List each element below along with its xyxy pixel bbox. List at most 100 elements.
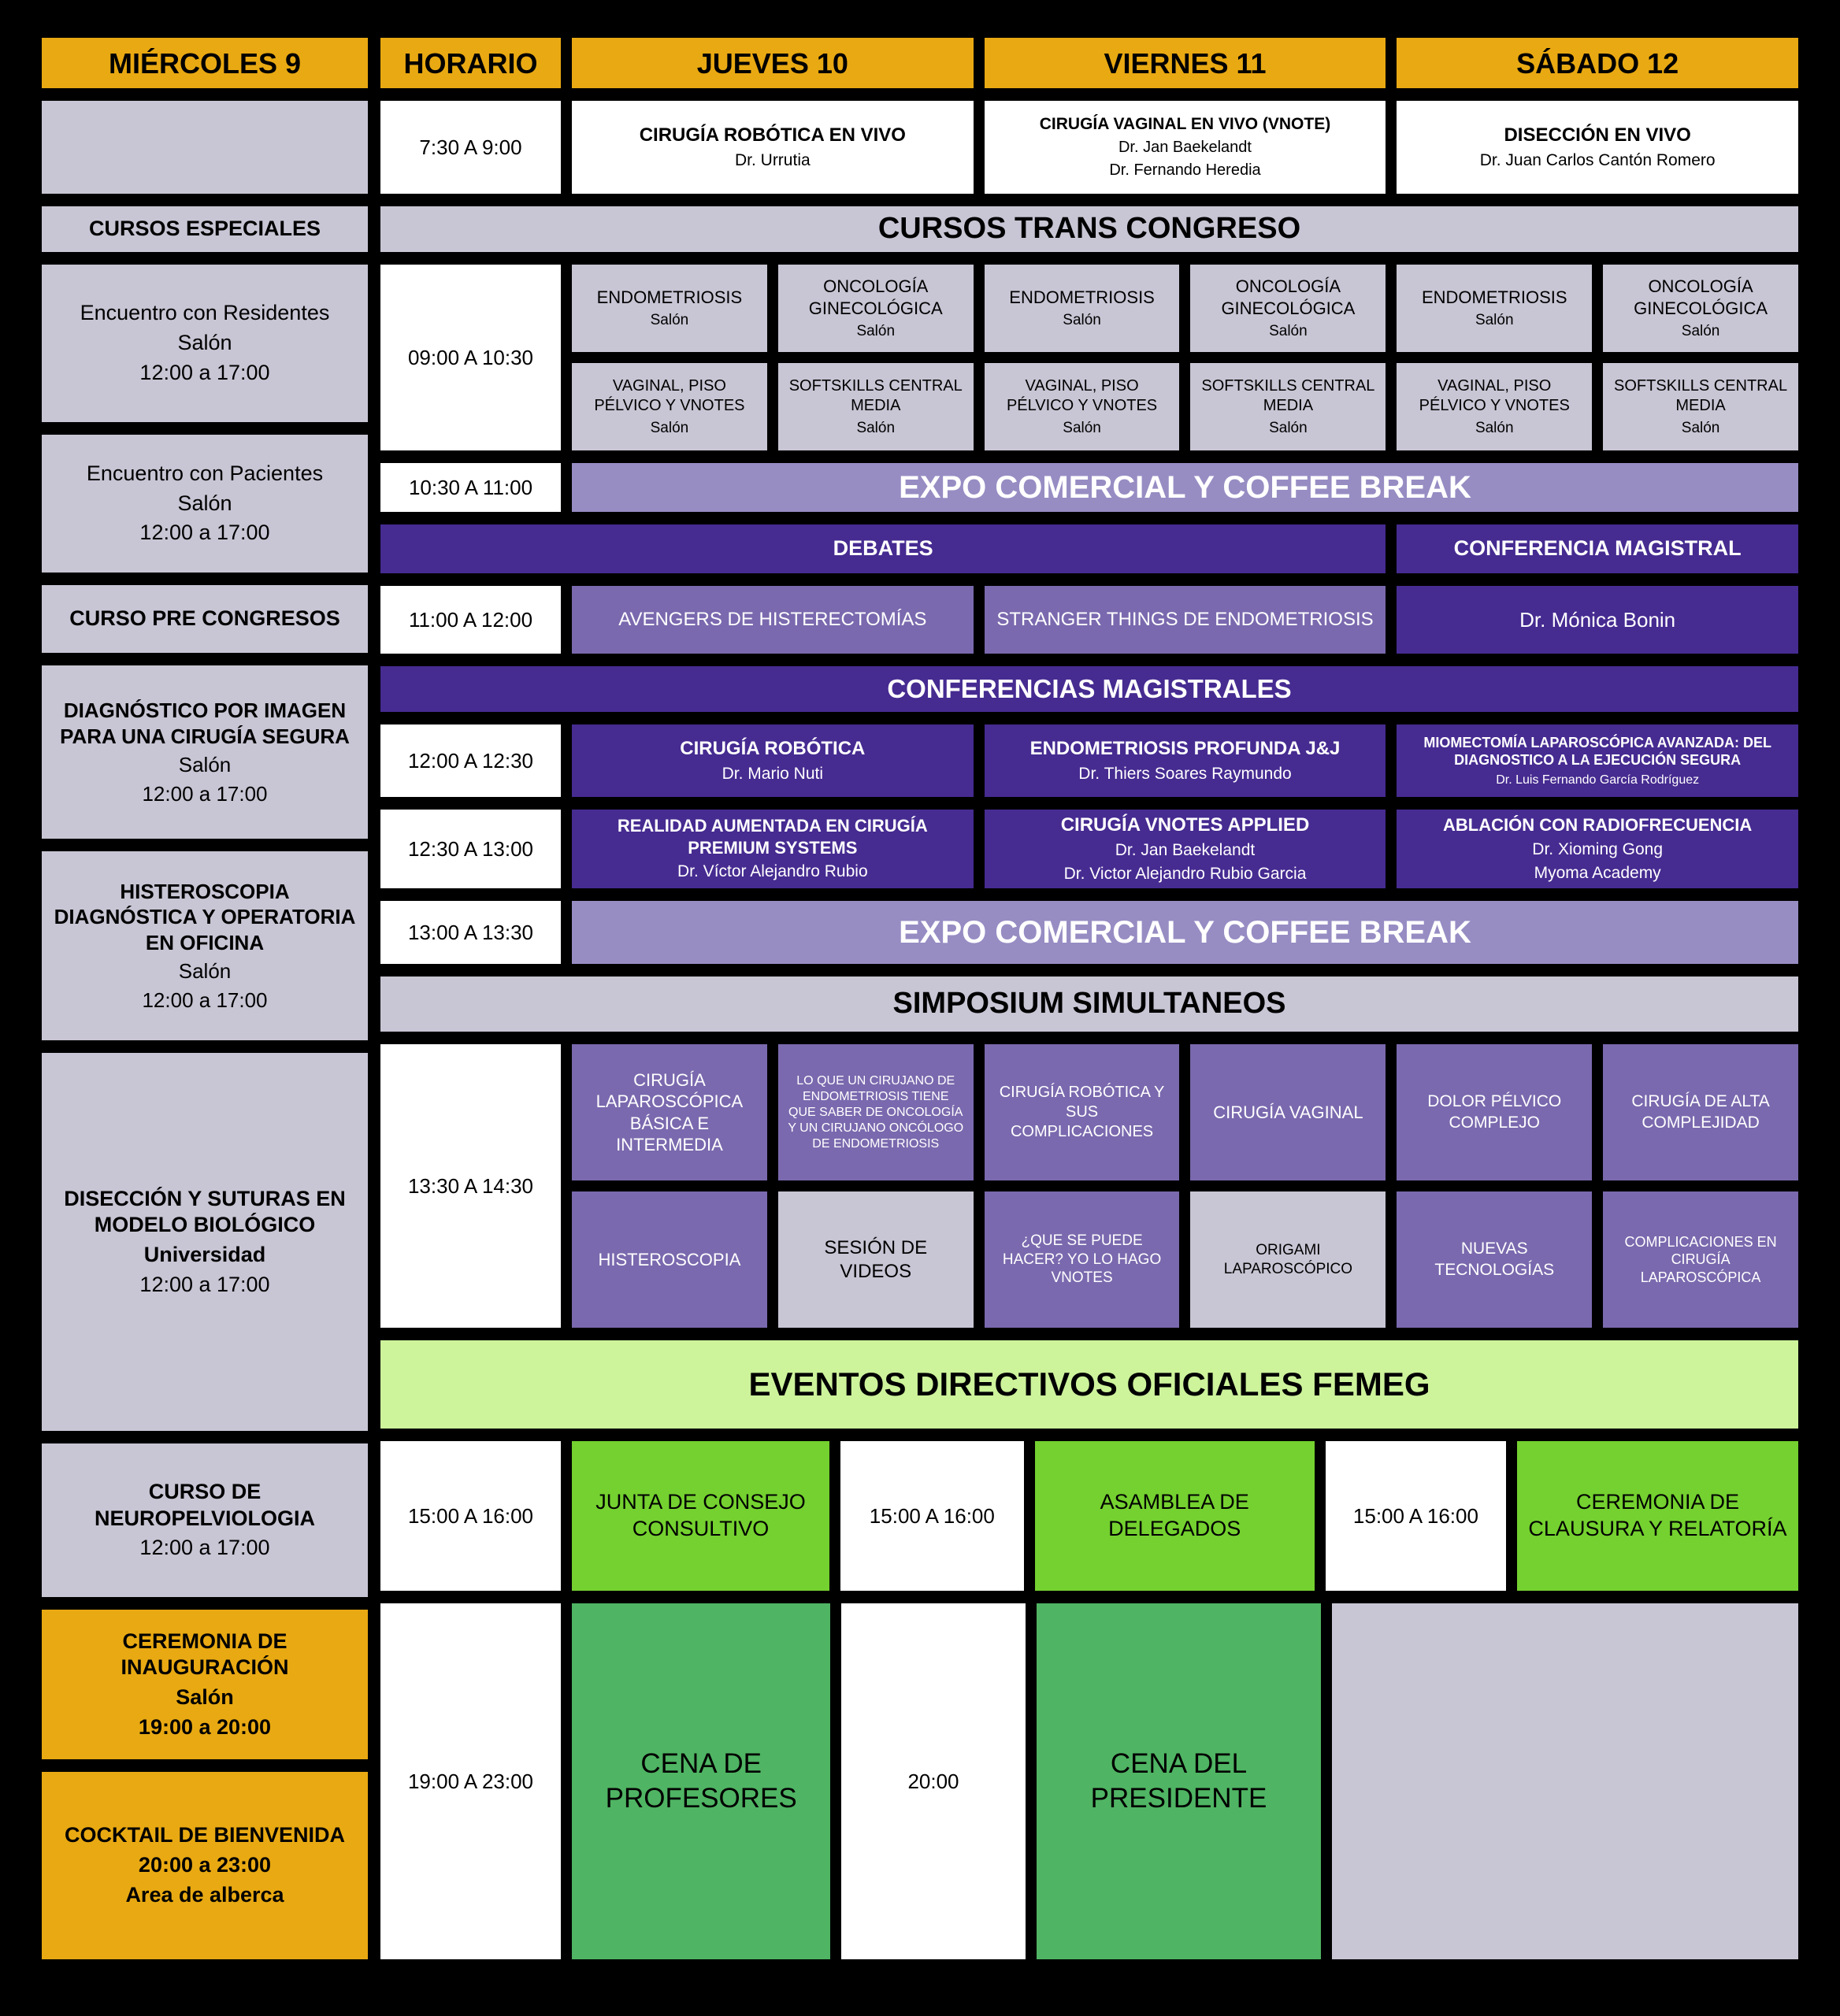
event-avengers-histerectomias: AVENGERS DE HISTERECTOMÍAS bbox=[572, 586, 974, 654]
course-vaginal-viernes: VAGINAL, PISO PÉLVICO Y VNOTES Salón bbox=[984, 363, 1180, 450]
time-cell: 10:30 A 11:00 bbox=[380, 463, 561, 512]
speaker: Dr. Luis Fernando García Rodríguez bbox=[1496, 773, 1700, 787]
time-cell: 09:00 A 10:30 bbox=[380, 265, 561, 450]
event-time: 12:00 a 17:00 bbox=[139, 1536, 270, 1560]
course-oncologia-jueves: ONCOLOGÍA GINECOLÓGICA Salón bbox=[777, 265, 974, 352]
empty-cell-sabado-noche bbox=[1332, 1603, 1798, 1959]
event-encuentro-residentes: Encuentro con Residentes Salón 12:00 a 1… bbox=[42, 265, 368, 422]
event-cirugia-robotica-en-vivo: CIRUGÍA ROBÓTICA EN VIVO Dr. Urrutia bbox=[572, 101, 974, 194]
event-title: ABLACIÓN CON RADIOFRECUENCIA bbox=[1442, 815, 1753, 835]
course-room: Salón bbox=[1063, 312, 1101, 329]
event-room: Salón bbox=[176, 1685, 234, 1709]
row-1230: 12:30 A 13:00 REALIDAD AUMENTADA EN CIRU… bbox=[380, 810, 1798, 888]
event-realidad-aumentada: REALIDAD AUMENTADA EN CIRUGÍA PREMIUM SY… bbox=[572, 810, 974, 888]
event-title: DISECCIÓN EN VIVO bbox=[1504, 124, 1691, 146]
banner-conferencias-magistrales: CONFERENCIAS MAGISTRALES bbox=[380, 666, 1798, 712]
event-time: 12:00 a 17:00 bbox=[142, 781, 268, 806]
simposium-origami-laparoscopico: ORIGAMI LAPAROSCÓPICO bbox=[1190, 1191, 1386, 1328]
course-title: ENDOMETRIOSIS bbox=[1421, 287, 1567, 307]
time-cell: 13:30 A 14:30 bbox=[380, 1044, 561, 1328]
event-room: Salón bbox=[178, 753, 232, 776]
event-room: Salón bbox=[178, 959, 232, 984]
course-endometriosis-jueves: ENDOMETRIOSIS Salón bbox=[572, 265, 767, 352]
header-sabado: SÁBADO 12 bbox=[1397, 38, 1798, 88]
course-endometriosis-sabado: ENDOMETRIOSIS Salón bbox=[1397, 265, 1593, 352]
simposium-cirugia-laparoscopica-basica: CIRUGÍA LAPAROSCÓPICA BÁSICA E INTERMEDI… bbox=[572, 1044, 767, 1180]
course-softskills-jueves: SOFTSKILLS CENTRAL MEDIA Salón bbox=[777, 363, 974, 450]
simposium-cirugia-vaginal: CIRUGÍA VAGINAL bbox=[1190, 1044, 1386, 1180]
time-cell: 13:00 A 13:30 bbox=[380, 901, 561, 964]
row-0730: 7:30 A 9:00 CIRUGÍA ROBÓTICA EN VIVO Dr.… bbox=[380, 101, 1798, 194]
row-1900: 19:00 A 23:00 CENA DE PROFESORES 20:00 C… bbox=[380, 1603, 1798, 1959]
empty-cell-miercoles bbox=[42, 101, 368, 194]
row-0900: 09:00 A 10:30 ENDOMETRIOSIS Salón ONCOLO… bbox=[380, 265, 1798, 450]
speaker: Dr. Víctor Alejandro Rubio bbox=[677, 862, 868, 881]
event-ablacion-radiofrecuencia: ABLACIÓN CON RADIOFRECUENCIA Dr. Xioming… bbox=[1397, 810, 1798, 888]
speaker: Dr. Urrutia bbox=[734, 150, 811, 169]
banner-expo-coffee-break-2: EXPO COMERCIAL Y COFFEE BREAK bbox=[572, 901, 1798, 964]
event-encuentro-pacientes: Encuentro con Pacientes Salón 12:00 a 17… bbox=[42, 435, 368, 573]
simposium-histeroscopia: HISTEROSCOPIA bbox=[572, 1191, 767, 1328]
event-cena-profesores: CENA DE PROFESORES bbox=[572, 1603, 831, 1959]
course-title: ENDOMETRIOSIS bbox=[596, 287, 743, 307]
course-room: Salón bbox=[1475, 312, 1514, 329]
banner-conferencia-magistral: CONFERENCIA MAGISTRAL bbox=[1397, 524, 1798, 573]
row-1200: 12:00 A 12:30 CIRUGÍA ROBÓTICA Dr. Mario… bbox=[380, 724, 1798, 797]
course-title: SOFTSKILLS CENTRAL MEDIA bbox=[788, 376, 963, 414]
event-ceremonia-clausura: CEREMONIA DE CLAUSURA Y RELATORÍA bbox=[1517, 1441, 1798, 1591]
simposium-yo-lo-hago-vnotes: ¿QUE SE PUEDE HACER? YO LO HAGO VNOTES bbox=[984, 1191, 1180, 1328]
course-title: ONCOLOGÍA GINECOLÓGICA bbox=[1221, 276, 1356, 318]
event-cocktail-bienvenida: COCKTAIL DE BIENVENIDA 20:00 a 23:00 Are… bbox=[42, 1772, 368, 1959]
event-title: DIAGNÓSTICO POR IMAGEN PARA UNA CIRUGÍA … bbox=[60, 699, 350, 748]
event-diseccion-suturas: DISECCIÓN Y SUTURAS EN MODELO BIOLÓGICO … bbox=[42, 1053, 368, 1431]
banner-simposium-simultaneos: SIMPOSIUM SIMULTANEOS bbox=[380, 976, 1798, 1032]
time-cell: 7:30 A 9:00 bbox=[380, 101, 561, 194]
event-stranger-things-endometriosis: STRANGER THINGS DE ENDOMETRIOSIS bbox=[984, 586, 1386, 654]
event-title: REALIDAD AUMENTADA EN CIRUGÍA PREMIUM SY… bbox=[617, 816, 928, 858]
event-venue: Area de alberca bbox=[125, 1882, 284, 1907]
event-time: 12:00 a 17:00 bbox=[139, 1272, 270, 1296]
course-title: VAGINAL, PISO PÉLVICO Y VNOTES bbox=[1419, 376, 1570, 414]
course-title: ONCOLOGÍA GINECOLÓGICA bbox=[808, 276, 943, 318]
event-title: CIRUGÍA ROBÓTICA bbox=[680, 737, 866, 759]
event-cirugia-vnotes-applied: CIRUGÍA VNOTES APPLIED Dr. Jan Baekeland… bbox=[984, 810, 1386, 888]
event-title: CIRUGÍA ROBÓTICA EN VIVO bbox=[639, 124, 906, 146]
event-endometriosis-profunda: ENDOMETRIOSIS PROFUNDA J&J Dr. Thiers So… bbox=[984, 724, 1386, 797]
banner-eventos-femeg: EVENTOS DIRECTIVOS OFICIALES FEMEG bbox=[380, 1340, 1798, 1429]
event-diagnostico-imagen: DIAGNÓSTICO POR IMAGEN PARA UNA CIRUGÍA … bbox=[42, 665, 368, 839]
event-title: HISTEROSCOPIA DIAGNÓSTICA Y OPERATORIA E… bbox=[54, 879, 356, 954]
course-room: Salón bbox=[1269, 419, 1308, 436]
time-cell: 12:30 A 13:00 bbox=[380, 810, 561, 888]
course-oncologia-viernes: ONCOLOGÍA GINECOLÓGICA Salón bbox=[1190, 265, 1386, 352]
row-eventos-banner: EVENTOS DIRECTIVOS OFICIALES FEMEG bbox=[380, 1340, 1798, 1429]
event-cena-presidente: CENA DEL PRESIDENTE bbox=[1036, 1603, 1322, 1959]
event-room: Salón bbox=[177, 491, 232, 515]
event-title: MIOMECTOMÍA LAPAROSCÓPICA AVANZADA: DEL … bbox=[1423, 734, 1771, 769]
time-cell: 15:00 A 16:00 bbox=[1325, 1441, 1506, 1591]
event-title: CIRUGÍA VNOTES APPLIED bbox=[1060, 813, 1310, 836]
speaker: Dr. Victor Alejandro Rubio Garcia bbox=[1063, 865, 1307, 883]
simposium-cirugia-alta-complejidad: CIRUGÍA DE ALTA COMPLEJIDAD bbox=[1603, 1044, 1798, 1180]
course-room: Salón bbox=[856, 419, 896, 436]
event-time: 12:00 a 17:00 bbox=[139, 360, 270, 384]
header-row: HORARIO JUEVES 10 VIERNES 11 SÁBADO 12 bbox=[380, 38, 1798, 88]
banner-expo-coffee-break-1: EXPO COMERCIAL Y COFFEE BREAK bbox=[572, 463, 1798, 512]
course-endometriosis-viernes: ENDOMETRIOSIS Salón bbox=[984, 265, 1180, 352]
course-vaginal-jueves: VAGINAL, PISO PÉLVICO Y VNOTES Salón bbox=[572, 363, 767, 450]
row-1330: 13:30 A 14:30 CIRUGÍA LAPAROSCÓPICA BÁSI… bbox=[380, 1044, 1798, 1328]
simposium-complicaciones-laparoscopica: COMPLICACIONES EN CIRUGÍA LAPAROSCÓPICA bbox=[1603, 1191, 1798, 1328]
simposium-nuevas-tecnologias: NUEVAS TECNOLOGÍAS bbox=[1397, 1191, 1593, 1328]
event-asamblea-delegados: ASAMBLEA DE DELEGADOS bbox=[1034, 1441, 1315, 1591]
event-title: DISECCIÓN Y SUTURAS EN MODELO BIOLÓGICO bbox=[64, 1186, 346, 1237]
simposium-cirujano-endometriosis-oncologia: LO QUE UN CIRUJANO DE ENDOMETRIOSIS TIEN… bbox=[777, 1044, 974, 1180]
speaker: Dr. Thiers Soares Raymundo bbox=[1078, 764, 1292, 783]
event-title: CEREMONIA DE INAUGURACIÓN bbox=[121, 1629, 289, 1680]
speaker: Dr. Xioming Gong bbox=[1532, 839, 1664, 858]
event-dra-monica-bonin: Dr. Mónica Bonin bbox=[1397, 586, 1798, 654]
event-title: ENDOMETRIOSIS PROFUNDA J&J bbox=[1029, 737, 1341, 759]
header-miercoles: MIÉRCOLES 9 bbox=[42, 38, 368, 88]
row-trans-banner: CURSOS TRANS CONGRESO bbox=[380, 206, 1798, 252]
time-cell: 19:00 A 23:00 bbox=[380, 1603, 561, 1959]
time-cell: 15:00 A 16:00 bbox=[380, 1441, 561, 1591]
event-diseccion-en-vivo: DISECCIÓN EN VIVO Dr. Juan Carlos Cantón… bbox=[1397, 101, 1798, 194]
